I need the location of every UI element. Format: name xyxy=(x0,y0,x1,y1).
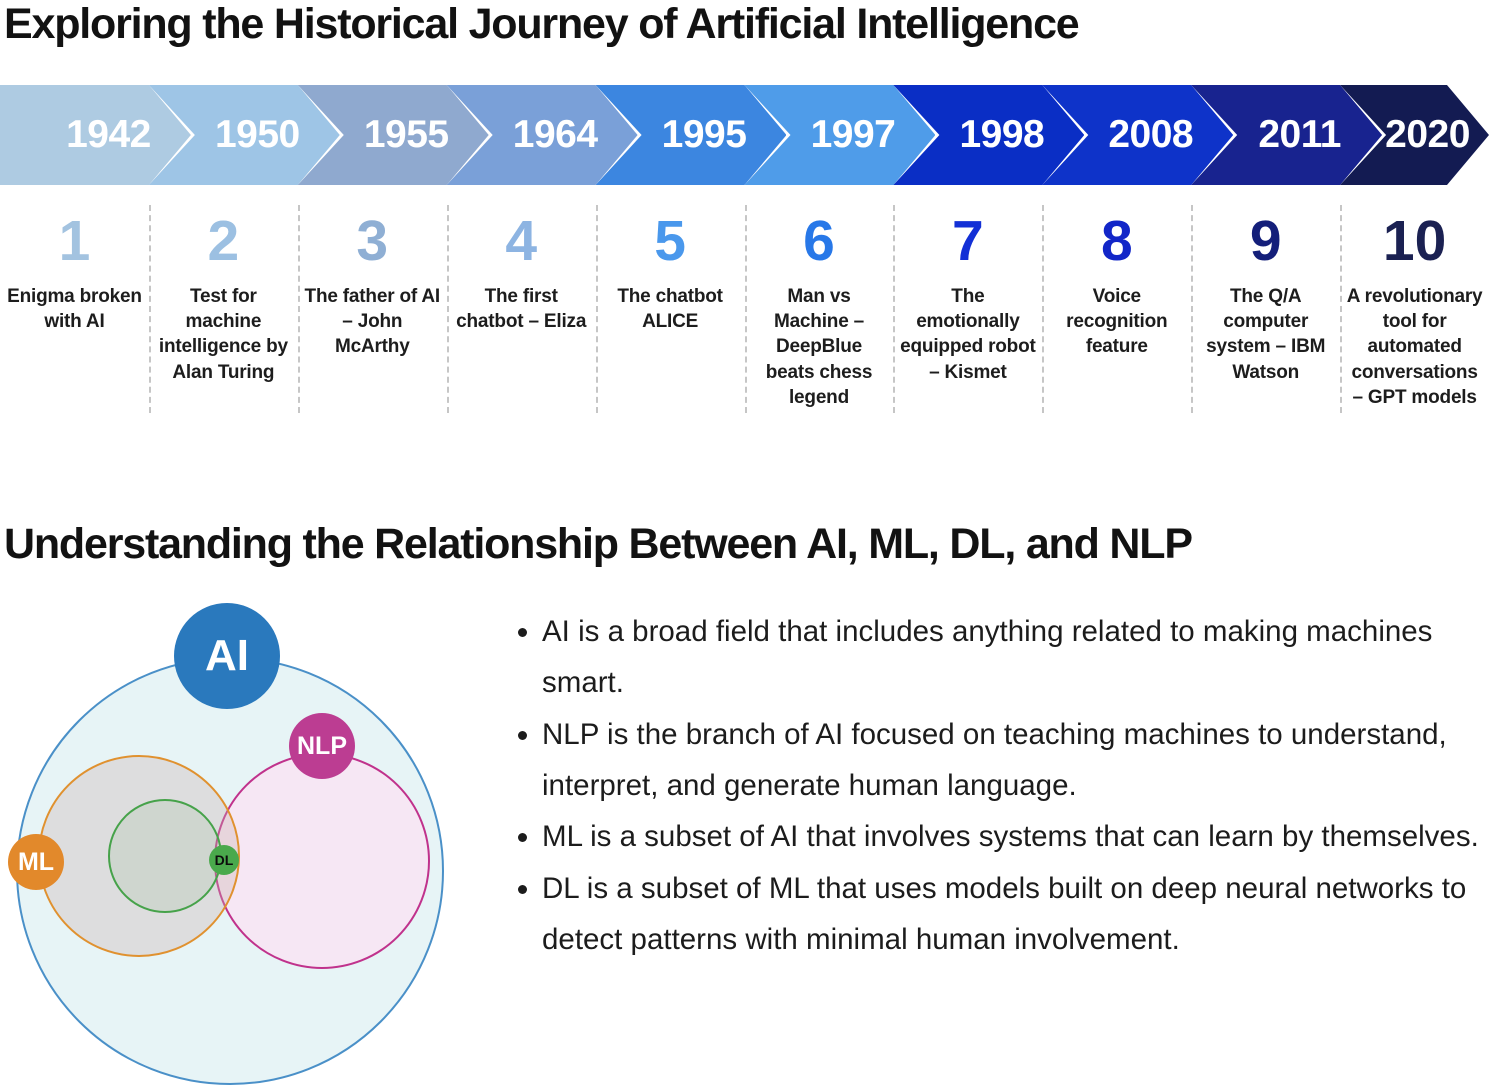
column-divider xyxy=(744,205,747,413)
nlp-circle xyxy=(214,753,430,969)
timeline: 1942 1950 1955 1964 1995 1997 1998 2008 2011 2020 xyxy=(0,85,1489,185)
timeline-item-number: 5 xyxy=(654,209,686,273)
timeline-item-2020: 10 A revolutionary tool for automated con… xyxy=(1340,202,1489,410)
timeline-item-number: 7 xyxy=(952,209,984,273)
timeline-year: 1950 xyxy=(214,113,300,156)
bullet-item: ML is a subset of AI that involves syste… xyxy=(542,811,1489,862)
timeline-year: 2020 xyxy=(1385,113,1470,156)
dl-badge-label: DL xyxy=(209,845,239,875)
column-divider xyxy=(893,205,896,413)
bullet-item: DL is a subset of ML that uses models bu… xyxy=(542,863,1489,966)
venn-diagram: AI NLP ML DL xyxy=(0,588,470,1091)
ml-badge-label: ML xyxy=(8,834,64,890)
timeline-chevron-1942: 1942 xyxy=(0,85,191,185)
timeline-item-number: 2 xyxy=(207,209,240,273)
column-divider xyxy=(1340,205,1343,413)
nlp-badge-label: NLP xyxy=(289,713,355,779)
timeline-item-description: The father of AI – John McArthy xyxy=(304,285,441,358)
timeline-item-description: Man vs Machine – DeepBlue beats chess le… xyxy=(765,285,873,408)
timeline-item-description: A revolutionary tool for automated conve… xyxy=(1346,285,1483,408)
timeline-item-description: The Q/A computer system – IBM Watson xyxy=(1206,285,1326,383)
timeline-item-number: 6 xyxy=(803,209,835,273)
dl-circle xyxy=(108,799,222,913)
timeline-year: 1964 xyxy=(512,113,598,156)
timeline-item-description: The emotionally equipped robot – Kismet xyxy=(900,285,1036,383)
timeline-year: 1998 xyxy=(959,113,1045,156)
timeline-year: 2011 xyxy=(1258,113,1341,156)
timeline-year: 1955 xyxy=(363,113,449,156)
column-divider xyxy=(595,205,598,413)
timeline-year: 1942 xyxy=(66,113,151,156)
timeline-item-description: The first chatbot – Eliza xyxy=(456,285,587,333)
column-divider xyxy=(148,205,151,413)
ai-badge-label: AI xyxy=(174,603,280,709)
column-divider xyxy=(1042,205,1045,413)
timeline-item-description: The chatbot ALICE xyxy=(617,285,723,333)
timeline-chevron-1995: 1995 xyxy=(595,85,787,185)
timeline-item-number: 8 xyxy=(1100,209,1133,273)
timeline-chevron-2011: 2011 xyxy=(1191,85,1382,185)
column-divider xyxy=(1191,205,1194,413)
section-title: Understanding the Relationship Between A… xyxy=(4,520,1193,568)
timeline-year: 1997 xyxy=(810,113,896,156)
timeline-item-description: Voice recognition feature xyxy=(1066,285,1168,358)
column-divider xyxy=(446,205,449,413)
bullet-list: AI is a broad field that includes anythi… xyxy=(496,606,1489,965)
timeline-year: 1995 xyxy=(661,113,747,156)
page-title: Exploring the Historical Journey of Arti… xyxy=(4,0,1080,48)
bullet-item: AI is a broad field that includes anythi… xyxy=(542,606,1489,709)
timeline-item-description: Test for machine intelligence by Alan Tu… xyxy=(158,285,288,383)
timeline-item-number: 4 xyxy=(505,209,538,273)
bullet-item: NLP is the branch of AI focused on teach… xyxy=(542,709,1489,812)
timeline-item-description: Enigma broken with AI xyxy=(7,285,142,333)
timeline-item-number: 10 xyxy=(1382,209,1447,273)
timeline-item-number: 9 xyxy=(1249,209,1282,273)
timeline-year: 2008 xyxy=(1108,113,1194,156)
timeline-item-number: 3 xyxy=(356,209,389,273)
timeline-item-number: 1 xyxy=(58,209,91,273)
column-divider xyxy=(297,205,300,413)
